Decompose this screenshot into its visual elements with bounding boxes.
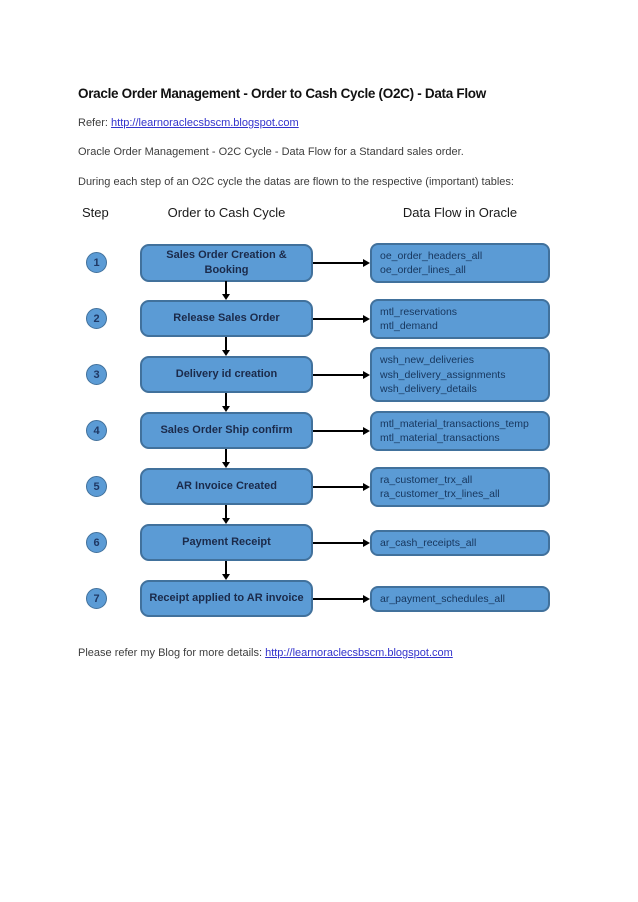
footer-label: Please refer my Blog for more details: — [78, 646, 266, 659]
step-number-badge: 6 — [86, 532, 107, 554]
step-number-badge: 4 — [86, 420, 107, 442]
step-cell: 7 — [60, 588, 140, 610]
subtitle-line: Oracle Order Management - O2C Cycle - Da… — [78, 146, 464, 159]
step-number-badge: 7 — [86, 588, 107, 610]
arrow-head — [363, 482, 370, 491]
o2c-diagram: Step Order to Cash Cycle Data Flow in Or… — [60, 205, 572, 627]
column-header-step: Step — [82, 204, 109, 220]
down-arrow-icon — [222, 504, 230, 524]
step-cell: 5 — [60, 476, 140, 498]
diagram-row: 1 Sales Order Creation & Booking oe_orde… — [60, 235, 572, 291]
diagram-row: 7 Receipt applied to AR invoice ar_payme… — [60, 571, 572, 627]
step-cell: 1 — [60, 252, 140, 274]
page-title: Oracle Order Management - Order to Cash … — [78, 86, 486, 101]
diagram-column-headers: Step Order to Cash Cycle Data Flow in Or… — [60, 205, 572, 235]
arrow-line — [313, 597, 363, 600]
down-arrow-icon — [222, 336, 230, 356]
step-number-badge: 2 — [86, 308, 107, 330]
right-arrow-icon — [313, 482, 370, 491]
diagram-row: 3 Delivery id creation wsh_new_deliverie… — [60, 347, 572, 403]
diagram-row: 5 AR Invoice Created ra_customer_trx_all… — [60, 459, 572, 515]
step-cell: 2 — [60, 308, 140, 330]
oracle-tables-box: wsh_new_deliveries wsh_delivery_assignme… — [370, 347, 550, 402]
arrow-line — [313, 261, 363, 264]
arrow-line — [313, 373, 363, 376]
arrow-line — [313, 317, 363, 320]
diagram-row: 6 Payment Receipt ar_cash_receipts_all — [60, 515, 572, 571]
oracle-tables-box: oe_order_headers_all oe_order_lines_all — [370, 242, 550, 283]
cycle-step-box: Payment Receipt — [140, 524, 313, 562]
oracle-tables-box: mtl_reservations mtl_demand — [370, 298, 550, 339]
diagram-row: 4 Sales Order Ship confirm mtl_material_… — [60, 403, 572, 459]
arrow-line — [313, 485, 363, 488]
right-arrow-icon — [313, 314, 370, 323]
refer-line: Refer: http://learnoraclecsbscm.blogspot… — [78, 117, 590, 130]
column-header-dataflow: Data Flow in Oracle — [402, 204, 518, 220]
arrow-head — [363, 258, 370, 267]
step-cell: 6 — [60, 532, 140, 554]
oracle-tables-box: mtl_material_transactions_temp mtl_mater… — [370, 410, 550, 451]
arrow-head — [363, 426, 370, 435]
down-arrow-icon — [222, 280, 230, 300]
step-number-badge: 5 — [86, 476, 107, 498]
arrow-head — [222, 517, 230, 524]
down-arrow-icon — [222, 560, 230, 580]
intro-line: During each step of an O2C cycle the dat… — [78, 175, 514, 188]
blog-link[interactable]: http://learnoraclecsbscm.blogspot.com — [111, 117, 299, 130]
footer-blog-link[interactable]: http://learnoraclecsbscm.blogspot.com — [265, 646, 453, 659]
oracle-tables-box: ar_cash_receipts_all — [370, 529, 550, 556]
right-arrow-icon — [313, 594, 370, 603]
cycle-step-box: AR Invoice Created — [140, 468, 313, 506]
step-number-badge: 1 — [86, 252, 107, 274]
cycle-step-box: Release Sales Order — [140, 300, 313, 338]
arrow-head — [363, 538, 370, 547]
right-arrow-icon — [313, 258, 370, 267]
step-cell: 4 — [60, 420, 140, 442]
cycle-step-box: Delivery id creation — [140, 356, 313, 394]
step-cell: 3 — [60, 364, 140, 386]
arrow-head — [222, 349, 230, 356]
arrow-head — [222, 461, 230, 468]
right-arrow-icon — [313, 538, 370, 547]
oracle-tables-box: ar_payment_schedules_all — [370, 585, 550, 612]
down-arrow-icon — [222, 448, 230, 468]
arrow-head — [363, 314, 370, 323]
arrow-head — [222, 405, 230, 412]
arrow-head — [363, 370, 370, 379]
oracle-tables-box: ra_customer_trx_all ra_customer_trx_line… — [370, 466, 550, 507]
arrow-head — [363, 594, 370, 603]
step-number-badge: 3 — [86, 364, 107, 386]
down-arrow-icon — [222, 392, 230, 412]
cycle-step-box: Receipt applied to AR invoice — [140, 580, 313, 618]
right-arrow-icon — [313, 426, 370, 435]
refer-label: Refer: — [78, 117, 112, 130]
arrow-line — [313, 429, 363, 432]
diagram-row: 2 Release Sales Order mtl_reservations m… — [60, 291, 572, 347]
right-arrow-icon — [313, 370, 370, 379]
arrow-line — [313, 541, 363, 544]
footer-line: Please refer my Blog for more details: h… — [78, 647, 590, 660]
column-header-cycle: Order to Cash Cycle — [167, 204, 286, 220]
arrow-head — [222, 573, 230, 580]
cycle-step-box: Sales Order Ship confirm — [140, 412, 313, 450]
arrow-head — [222, 293, 230, 300]
cycle-step-box: Sales Order Creation & Booking — [140, 243, 313, 282]
